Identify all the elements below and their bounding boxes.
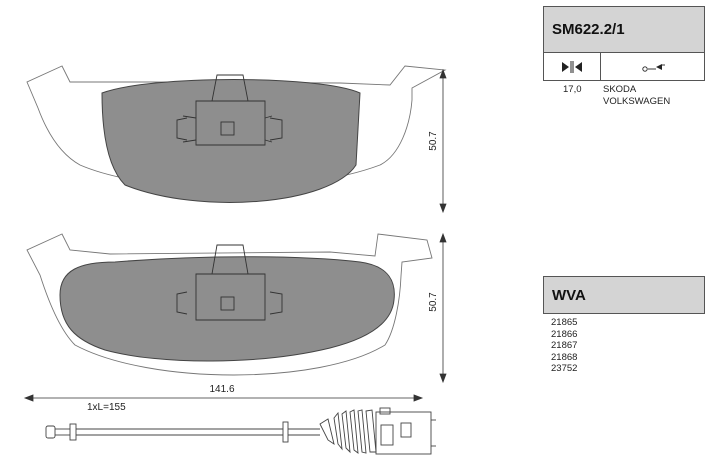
- wva-number: 21868: [551, 351, 578, 363]
- thickness-cell: [544, 53, 601, 80]
- wear-sensor-drawing: [45, 407, 436, 455]
- dimension-height-top: 50.7: [428, 131, 439, 151]
- vehicle-list: SKODA VOLKSWAGEN: [603, 84, 670, 107]
- attribute-icon-row: [543, 53, 705, 81]
- vehicle-item: VOLKSWAGEN: [603, 95, 671, 107]
- dimension-lines: [23, 68, 447, 402]
- dimension-height-bottom: 50.7: [428, 292, 439, 312]
- sensor-cell: [601, 53, 704, 80]
- dimension-width: 141.6: [209, 384, 234, 395]
- wva-header: WVA: [543, 276, 705, 314]
- pad-thickness-icon: [562, 60, 582, 73]
- brake-pad-top-view: [26, 65, 447, 203]
- wva-number-list: 21865 21866 21867 21868 23752: [551, 317, 577, 375]
- wva-number: 21865: [551, 317, 578, 328]
- wva-number: 21866: [551, 328, 578, 340]
- vehicle-item: SKODA: [603, 84, 637, 95]
- wva-header-label: WVA: [552, 286, 586, 304]
- dimension-sensor-cable: 1xL=155: [87, 402, 126, 413]
- brake-pad-bottom-view: [26, 233, 433, 376]
- wva-number: 23752: [551, 363, 578, 374]
- product-code-header: SM622.2/1: [543, 6, 705, 53]
- thickness-value: 17,0: [563, 84, 582, 95]
- wear-sensor-icon: [641, 63, 665, 72]
- product-code: SM622.2/1: [552, 21, 625, 38]
- wva-number: 21867: [551, 340, 578, 351]
